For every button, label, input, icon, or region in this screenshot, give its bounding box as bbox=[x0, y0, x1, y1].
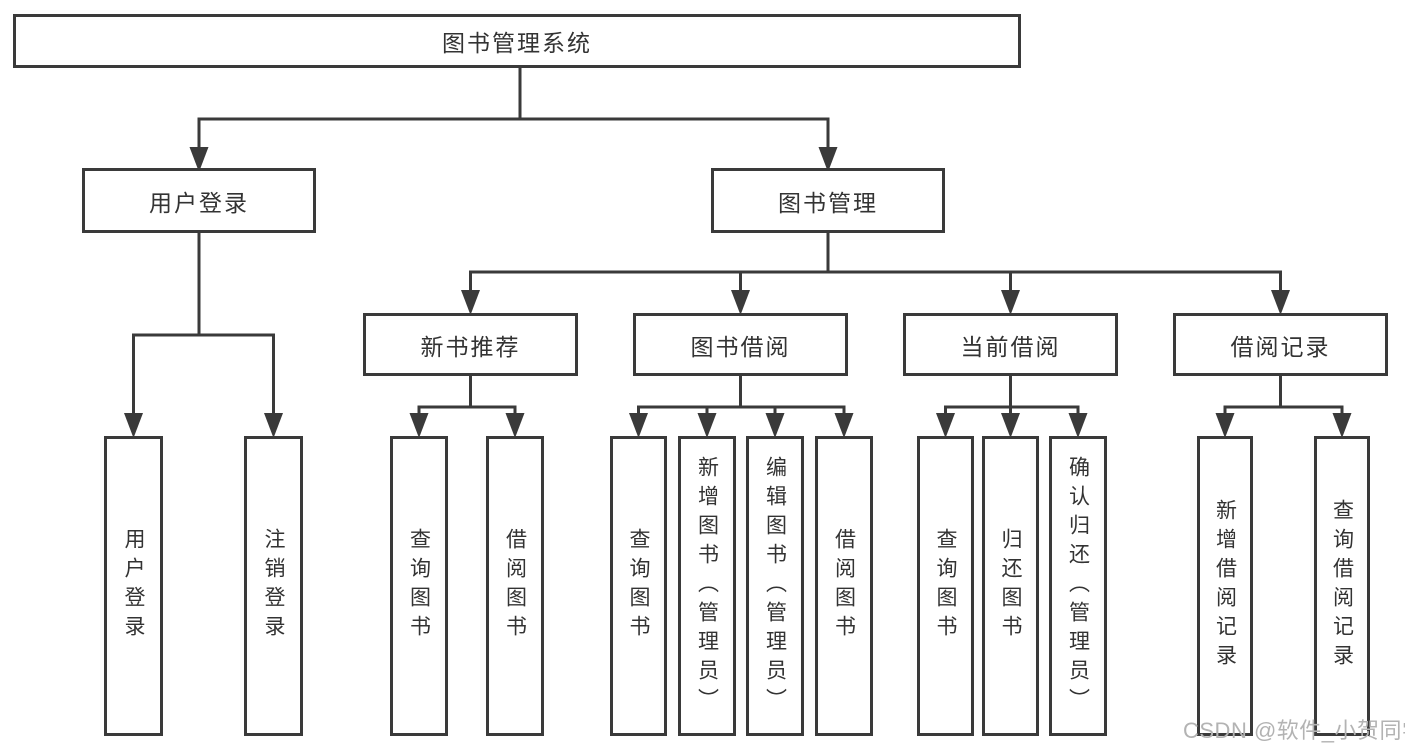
node-book-borrow: 图书借阅 bbox=[633, 313, 848, 376]
node-new-book-recommend: 新书推荐 bbox=[363, 313, 578, 376]
leaf-return-books: 归还图书 bbox=[982, 436, 1039, 736]
node-borrow-records: 借阅记录 bbox=[1173, 313, 1388, 376]
leaf-label: 查询图书 bbox=[627, 528, 650, 644]
leaf-label: 查询图书 bbox=[934, 528, 957, 644]
leaf-label: 借阅图书 bbox=[832, 528, 856, 644]
leaf-label: 新增图书（管理员） bbox=[695, 455, 719, 717]
leaf-label: 新增借阅记录 bbox=[1213, 499, 1237, 673]
node-user-login: 用户登录 bbox=[82, 168, 316, 233]
leaf-confirm-return-admin: 确认归还（管理员） bbox=[1049, 436, 1107, 736]
leaf-query-books: 查询图书 bbox=[917, 436, 974, 736]
leaf-add-borrow-record: 新增借阅记录 bbox=[1197, 436, 1253, 736]
leaf-borrow-books: 借阅图书 bbox=[815, 436, 873, 736]
leaf-label: 编辑图书（管理员） bbox=[763, 455, 787, 717]
node-library-system: 图书管理系统 bbox=[13, 14, 1021, 68]
node-current-borrow: 当前借阅 bbox=[903, 313, 1118, 376]
leaf-label: 查询图书 bbox=[407, 528, 431, 644]
arrowheads bbox=[124, 147, 1352, 438]
leaf-query-borrow-record: 查询借阅记录 bbox=[1314, 436, 1370, 736]
leaf-user-login: 用户登录 bbox=[104, 436, 163, 736]
leaf-logout: 注销登录 bbox=[244, 436, 303, 736]
leaf-label: 用户登录 bbox=[122, 528, 145, 644]
node-book-management: 图书管理 bbox=[711, 168, 945, 233]
leaf-borrow-books: 借阅图书 bbox=[486, 436, 544, 736]
leaf-label: 借阅图书 bbox=[503, 528, 527, 644]
leaf-add-book-admin: 新增图书（管理员） bbox=[678, 436, 736, 736]
leaf-label: 注销登录 bbox=[262, 528, 285, 644]
leaf-query-books: 查询图书 bbox=[610, 436, 667, 736]
leaf-label: 确认归还（管理员） bbox=[1066, 455, 1090, 717]
leaf-query-books: 查询图书 bbox=[390, 436, 448, 736]
csdn-watermark: CSDN @软件_小贺同学 bbox=[1183, 718, 1405, 743]
leaf-label: 查询借阅记录 bbox=[1330, 499, 1354, 673]
leaf-label: 归还图书 bbox=[999, 528, 1022, 644]
leaf-edit-book-admin: 编辑图书（管理员） bbox=[746, 436, 804, 736]
